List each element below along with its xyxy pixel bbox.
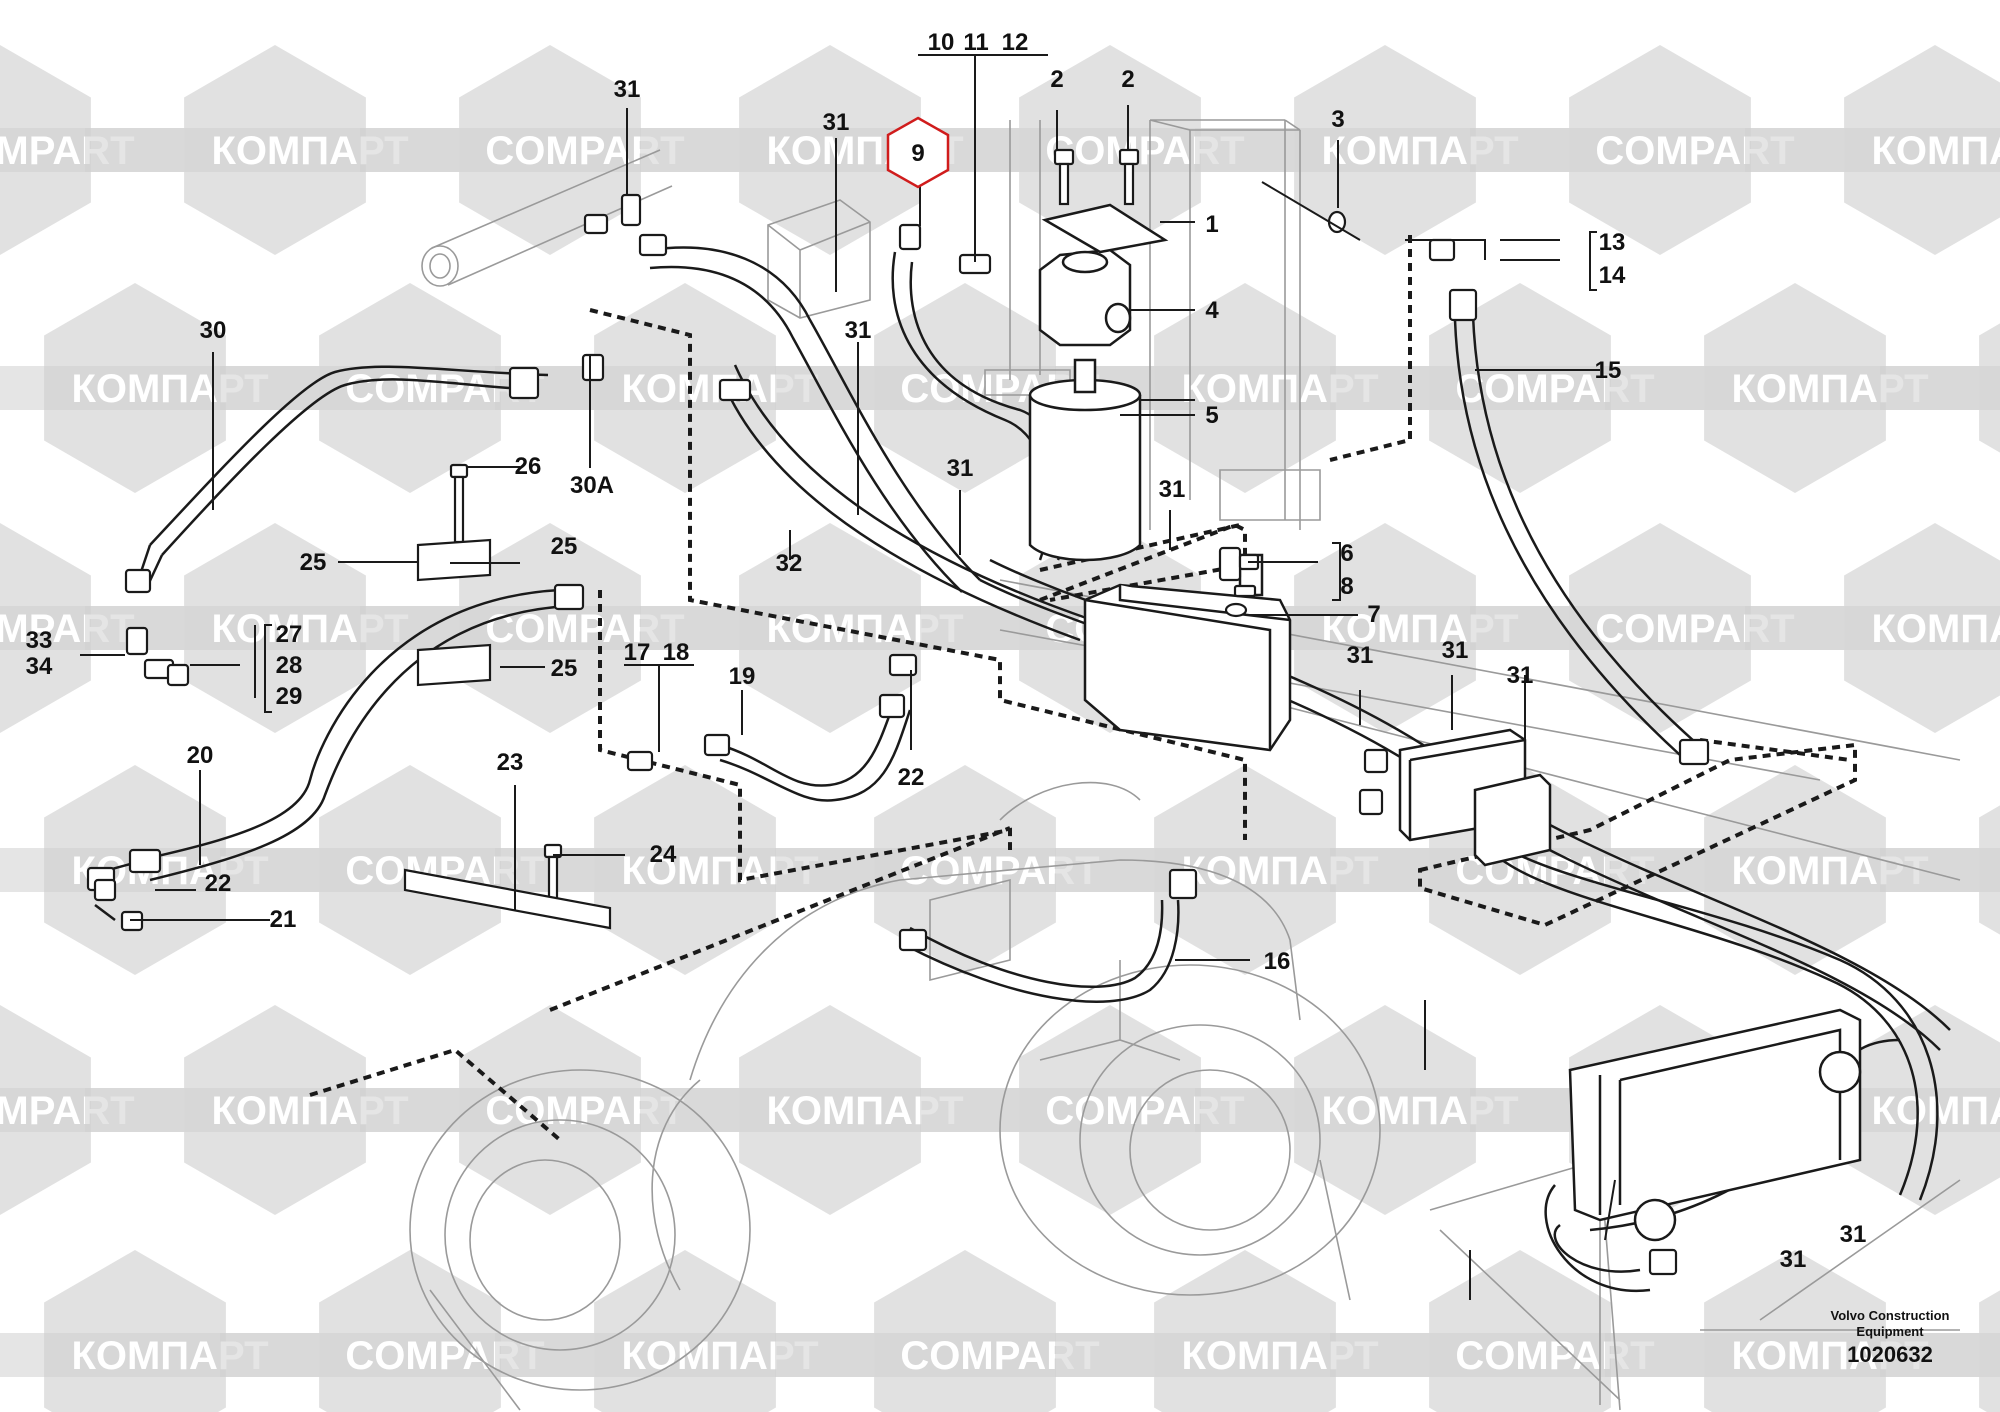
label-25-c: 25 xyxy=(551,655,578,682)
label-1: 1 xyxy=(1205,211,1218,238)
label-21: 21 xyxy=(270,906,297,933)
callout-labels: 31 31 31 31 31 31 31 31 31 31 10 11 12 9… xyxy=(26,29,1867,1273)
label-32: 32 xyxy=(776,550,803,577)
label-33: 33 xyxy=(26,627,53,654)
label-2-a: 2 xyxy=(1050,66,1063,93)
watermark-text: КОМПАРТ xyxy=(1871,129,2000,173)
label-30: 30 xyxy=(200,317,227,344)
watermark-band xyxy=(1880,848,2000,892)
label-11: 11 xyxy=(963,29,988,56)
label-28: 28 xyxy=(276,652,303,679)
footer-line2: Equipment xyxy=(1856,1324,1924,1339)
label-2-b: 2 xyxy=(1121,66,1134,93)
label-31-bracket: 31 xyxy=(823,109,850,136)
label-12: 12 xyxy=(1002,29,1029,56)
label-brackets xyxy=(264,231,1597,713)
footer-line1: Volvo Construction xyxy=(1831,1308,1950,1323)
label-18: 18 xyxy=(663,639,690,666)
highlighted-part-marker xyxy=(886,116,950,189)
components xyxy=(1028,203,1862,1242)
label-31-center: 31 xyxy=(1159,476,1186,503)
label-26: 26 xyxy=(515,453,542,480)
label-16: 16 xyxy=(1264,948,1291,975)
watermark-band xyxy=(1880,366,2000,410)
label-9: 9 xyxy=(911,140,924,167)
label-6: 6 xyxy=(1340,540,1353,567)
label-31-hose: 31 xyxy=(845,317,872,344)
label-27: 27 xyxy=(276,621,303,648)
label-8: 8 xyxy=(1340,573,1353,600)
label-17: 17 xyxy=(624,639,651,666)
drawing-number: 1020632 xyxy=(1847,1342,1933,1367)
label-20: 20 xyxy=(187,742,214,769)
label-22-right: 22 xyxy=(898,764,925,791)
label-23: 23 xyxy=(497,749,524,776)
leader-lines xyxy=(80,54,1616,1300)
label-31-right-a: 31 xyxy=(1347,642,1374,669)
watermark-band xyxy=(1745,128,2000,172)
label-24: 24 xyxy=(650,841,677,868)
label-31-top-left: 31 xyxy=(614,76,641,103)
label-29: 29 xyxy=(276,683,303,710)
label-31-bottom-a: 31 xyxy=(1780,1246,1807,1273)
footer: Volvo Construction Equipment 1020632 xyxy=(1831,1308,1950,1367)
label-31-bottom-b: 31 xyxy=(1840,1221,1867,1248)
label-14: 14 xyxy=(1599,262,1626,289)
label-7: 7 xyxy=(1367,601,1380,628)
label-31-right-c: 31 xyxy=(1507,662,1534,689)
label-25-b: 25 xyxy=(551,533,578,560)
watermark-band xyxy=(1745,606,2000,650)
label-22-left: 22 xyxy=(205,870,232,897)
label-5: 5 xyxy=(1205,402,1218,429)
label-30A: 30A xyxy=(570,472,614,499)
label-34: 34 xyxy=(26,653,53,680)
label-10: 10 xyxy=(928,29,955,56)
label-31-clamp: 31 xyxy=(947,455,974,482)
watermark-band xyxy=(1880,1333,2000,1377)
label-15: 15 xyxy=(1595,357,1622,384)
label-3: 3 xyxy=(1331,106,1344,133)
label-19: 19 xyxy=(729,663,756,690)
dashed-groupings xyxy=(309,235,1857,1142)
watermark-text: КОМПАРТ xyxy=(1871,607,2000,651)
label-13: 13 xyxy=(1599,229,1626,256)
label-25-a: 25 xyxy=(300,549,327,576)
label-31-right-b: 31 xyxy=(1442,637,1469,664)
label-4: 4 xyxy=(1205,297,1219,324)
